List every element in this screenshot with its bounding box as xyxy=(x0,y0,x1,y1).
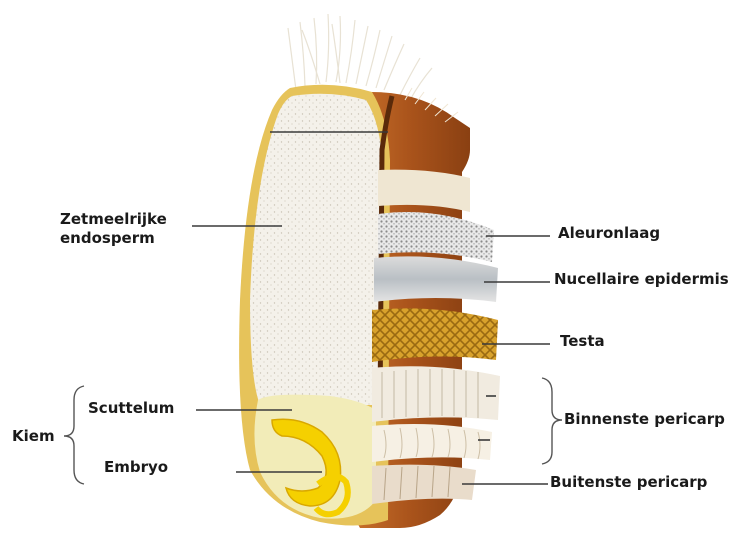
inner-pericarp-band xyxy=(372,366,500,422)
layer-bands xyxy=(372,170,500,504)
label-zetmeel-line2: endosperm xyxy=(60,229,167,248)
label-testa: Testa xyxy=(560,332,605,351)
label-kiem: Kiem xyxy=(12,427,55,446)
label-binnenste-pericarp: Binnenste pericarp xyxy=(564,410,725,429)
outer-pericarp-band xyxy=(372,465,476,504)
starchy-endosperm xyxy=(250,94,382,405)
binnenste-brace xyxy=(542,378,562,464)
label-buitenste-pericarp: Buitenste pericarp xyxy=(550,473,707,492)
label-nucellaire-epidermis: Nucellaire epidermis xyxy=(554,270,729,289)
label-scuttelum: Scuttelum xyxy=(88,399,174,418)
label-zetmeel-line1: Zetmeelrijke xyxy=(60,210,167,229)
testa-band xyxy=(372,308,498,362)
kiem-brace xyxy=(64,386,84,484)
label-aleuronlaag: Aleuronlaag xyxy=(558,224,660,243)
label-embryo: Embryo xyxy=(104,458,168,477)
label-zetmeelrijke-endosperm: Zetmeelrijke endosperm xyxy=(60,210,167,248)
nucellar-band xyxy=(374,256,498,302)
